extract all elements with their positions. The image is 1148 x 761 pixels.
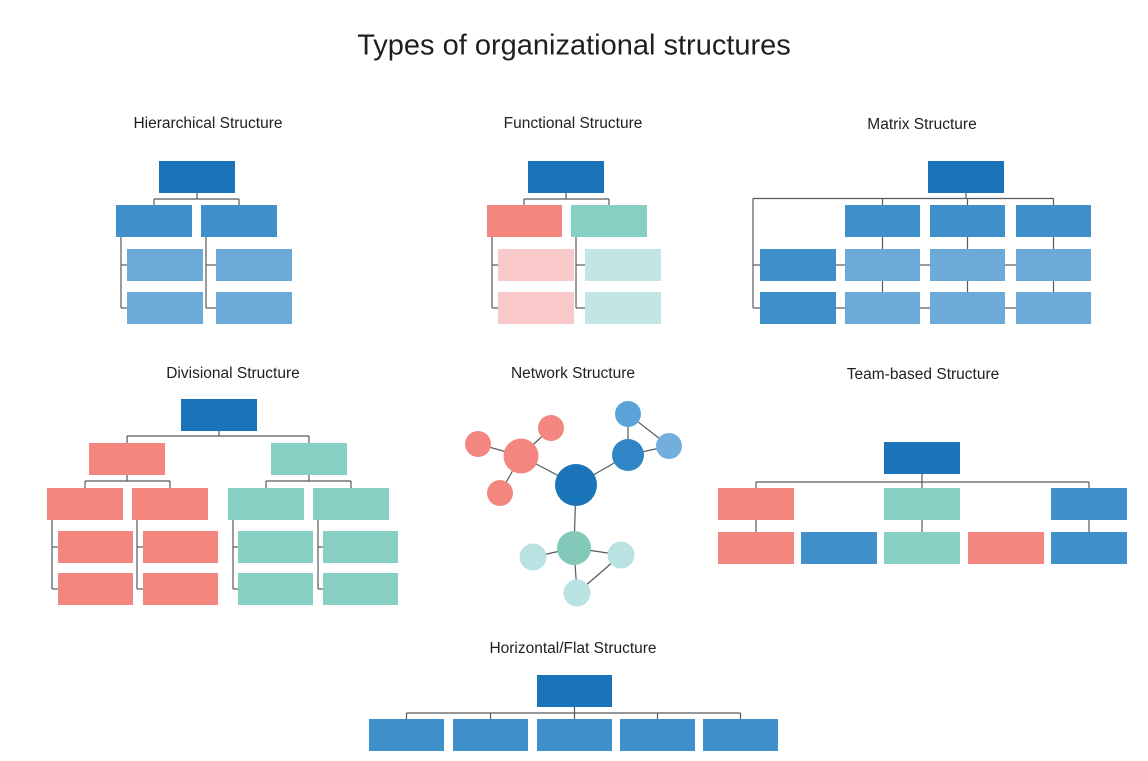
network-node [538, 415, 564, 441]
divisional-box [132, 488, 208, 520]
team-based-box [884, 442, 960, 474]
team-based-box [968, 532, 1044, 564]
matrix-box [1016, 205, 1091, 237]
functional-box [571, 205, 647, 237]
network-node [519, 543, 547, 571]
matrix-box [845, 249, 920, 281]
horizontal-flat-box [537, 675, 612, 707]
matrix-box [1016, 292, 1091, 324]
horizontal-flat-box [537, 719, 612, 751]
divisional-box [323, 531, 398, 563]
divisional-box [323, 573, 398, 605]
network-node [615, 401, 641, 427]
matrix-diagram [752, 161, 1091, 324]
divisional-box [143, 573, 218, 605]
network-node [555, 464, 597, 506]
hierarchical-box [216, 292, 292, 324]
divisional-box [58, 573, 133, 605]
functional-box [498, 292, 574, 324]
matrix-box [760, 249, 836, 281]
network-node [612, 439, 644, 471]
team-based-box [1051, 488, 1127, 520]
divisional-box [143, 531, 218, 563]
matrix-box [1016, 249, 1091, 281]
divisional-box [89, 443, 165, 475]
label-network: Network Structure [510, 365, 636, 382]
team-based-box [884, 532, 960, 564]
label-team-based: Team-based Structure [846, 366, 1000, 383]
matrix-box [845, 205, 920, 237]
functional-box [585, 292, 661, 324]
horizontal-flat-box [620, 719, 695, 751]
team-based-box [1051, 532, 1127, 564]
network-node [487, 480, 513, 506]
matrix-box [928, 161, 1004, 193]
team-based-diagram [718, 442, 1127, 564]
divisional-box [238, 573, 313, 605]
divisional-box [58, 531, 133, 563]
team-based-box [718, 532, 794, 564]
divisional-diagram [47, 399, 398, 605]
divisional-box [238, 531, 313, 563]
horizontal-flat-box [453, 719, 528, 751]
label-matrix: Matrix Structure [867, 116, 977, 133]
network-node [656, 433, 682, 459]
team-based-box [884, 488, 960, 520]
matrix-box [760, 292, 836, 324]
page-title: Types of organizational structures [357, 29, 791, 62]
network-node [563, 579, 591, 607]
network-node [503, 438, 539, 474]
network-diagram [465, 401, 682, 607]
network-node [607, 541, 635, 569]
hierarchical-box [216, 249, 292, 281]
network-node [557, 531, 591, 565]
matrix-box [930, 292, 1005, 324]
divisional-box [181, 399, 257, 431]
horizontal-flat-box [369, 719, 444, 751]
hierarchical-box [116, 205, 192, 237]
functional-box [487, 205, 562, 237]
divisional-box [47, 488, 123, 520]
hierarchical-box [127, 292, 203, 324]
horizontal-flat-diagram [369, 675, 778, 751]
functional-box [528, 161, 604, 193]
matrix-box [930, 249, 1005, 281]
hierarchical-box [201, 205, 277, 237]
label-functional: Functional Structure [503, 115, 643, 132]
horizontal-flat-box [703, 719, 778, 751]
hierarchical-diagram [116, 161, 292, 324]
matrix-box [930, 205, 1005, 237]
hierarchical-box [127, 249, 203, 281]
divisional-box [313, 488, 389, 520]
hierarchical-box [159, 161, 235, 193]
team-based-box [718, 488, 794, 520]
functional-box [498, 249, 574, 281]
functional-box [585, 249, 661, 281]
label-hierarchical: Hierarchical Structure [133, 115, 283, 132]
label-horizontal-flat: Horizontal/Flat Structure [489, 640, 657, 657]
divisional-box [271, 443, 347, 475]
label-divisional: Divisional Structure [166, 365, 300, 382]
functional-diagram [487, 161, 661, 324]
team-based-box [801, 532, 877, 564]
divisional-box [228, 488, 304, 520]
matrix-box [845, 292, 920, 324]
network-node [465, 431, 491, 457]
